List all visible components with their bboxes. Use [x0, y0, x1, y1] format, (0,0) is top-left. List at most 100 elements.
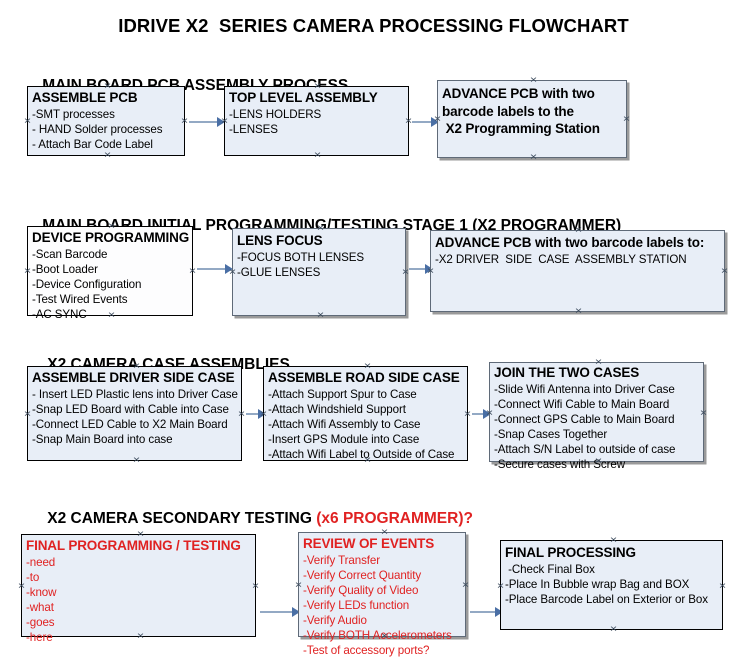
box-line: -Verify Quality of Video — [303, 583, 419, 597]
connector-line — [472, 413, 488, 415]
connector-line — [189, 121, 220, 123]
box-header: LENS FOCUS — [237, 233, 323, 248]
box-line: -Snap Main Board into case — [32, 432, 173, 446]
connector-line — [246, 413, 264, 415]
connector-arrow-icon — [495, 607, 503, 617]
box-assemble-pcb[interactable]: ASSEMBLE PCB -SMT processes - HAND Solde… — [27, 86, 185, 156]
box-line: -X2 DRIVER SIDE CASE ASSEMBLY STATION — [435, 252, 687, 266]
box-line: - HAND Solder processes — [32, 122, 163, 136]
box-line: -Scan Barcode — [32, 247, 108, 261]
box-device-programming[interactable]: DEVICE PROGRAMMING -Scan Barcode -Boot L… — [27, 226, 193, 321]
box-advance-pcb-to-driver-side-case[interactable]: ADVANCE PCB with two barcode labels to: … — [430, 230, 725, 312]
box-line: -Connect GPS Cable to Main Board — [494, 412, 675, 426]
connector-arrow-icon — [425, 264, 433, 274]
page-title: IDRIVE X2 SERIES CAMERA PROCESSING FLOWC… — [118, 15, 629, 36]
box-assemble-road-side-case[interactable]: ASSEMBLE ROAD SIDE CASE -Attach Support … — [263, 366, 468, 461]
box-line: -Place Barcode Label on Exterior or Box — [505, 592, 708, 606]
box-advance-pcb-to-x2-programming-station[interactable]: ADVANCE PCB with two barcode labels to t… — [437, 80, 627, 158]
connector-line — [260, 611, 296, 613]
box-review-of-events[interactable]: REVIEW OF EVENTS -Verify Transfer -Verif… — [298, 532, 466, 657]
box-line: -need — [26, 555, 56, 569]
box-line: -Test Wired Events — [32, 292, 128, 306]
connector-handle-right[interactable] — [720, 267, 729, 276]
box-header: ADVANCE PCB with two barcode labels to: — [435, 235, 705, 250]
box-line: -Slide Wifi Antenna into Driver Case — [494, 382, 675, 396]
box-line: -what — [26, 600, 54, 614]
connector-line — [197, 268, 229, 270]
box-line: -Place In Bubble wrap Bag and BOX — [505, 577, 690, 591]
box-header-line2: barcode labels to the — [442, 103, 574, 119]
box-assemble-driver-side-case[interactable]: ASSEMBLE DRIVER SIDE CASE - Insert LED P… — [27, 366, 242, 461]
box-line: -Insert GPS Module into Case — [268, 432, 420, 446]
box-header: DEVICE PROGRAMMING — [32, 230, 190, 245]
connector-arrow-icon — [217, 117, 225, 127]
box-line: -LENSES — [229, 122, 278, 136]
box-header: ASSEMBLE ROAD SIDE CASE — [268, 370, 460, 385]
connector-line — [409, 268, 431, 270]
connector-arrow-icon — [258, 409, 266, 419]
box-header: TOP LEVEL ASSEMBLY — [229, 90, 378, 105]
box-header: FINAL PROCESSING — [505, 545, 636, 560]
connector-arrow-icon — [292, 607, 300, 617]
box-line: -Attach Wifi Assembly to Case — [268, 417, 421, 431]
connector-handle-left[interactable] — [23, 267, 32, 276]
box-line: -Snap Cases Together — [494, 427, 608, 441]
box-line: -know — [26, 585, 57, 599]
connector-handle-left[interactable] — [23, 410, 32, 419]
connector-line — [412, 121, 437, 123]
box-line: -goes — [26, 615, 55, 629]
connector-handle-top[interactable] — [529, 76, 538, 85]
connector-handle-left[interactable] — [294, 581, 303, 590]
box-line: -Verify Transfer — [303, 553, 381, 567]
box-header: FINAL PROGRAMMING / TESTING — [26, 538, 241, 553]
connector-handle-bottom[interactable] — [313, 151, 322, 160]
connector-line — [470, 611, 499, 613]
box-line: -FOCUS BOTH LENSES — [237, 250, 365, 264]
box-line: -AC SYNC — [32, 307, 87, 321]
box-line: -Verify Correct Quantity — [303, 568, 422, 582]
connector-handle-bottom[interactable] — [103, 151, 112, 160]
box-line: -LENS HOLDERS — [229, 107, 322, 121]
box-final-processing[interactable]: FINAL PROCESSING -Check Final Box -Place… — [500, 540, 723, 630]
connector-handle-left[interactable] — [17, 582, 26, 591]
section-title-note: (x6 PROGRAMMER)? — [316, 510, 473, 527]
box-line: - Insert LED Plastic lens into Driver Ca… — [32, 387, 238, 401]
box-line: -Attach Wifi Label to Outside of Case — [268, 447, 455, 461]
section-title-x2-camera-secondary-testing: X2 CAMERA SECONDARY TESTING (x6 PROGRAMM… — [30, 492, 473, 546]
box-header: ADVANCE PCB with two — [442, 86, 595, 101]
connector-handle-bottom[interactable] — [574, 307, 583, 316]
box-join-the-two-cases[interactable]: JOIN THE TWO CASES -Slide Wifi Antenna i… — [489, 362, 704, 471]
box-top-level-assembly[interactable]: TOP LEVEL ASSEMBLY -LENS HOLDERS -LENSES — [224, 86, 409, 156]
box-line: - Attach Bar Code Label — [32, 137, 153, 151]
connector-arrow-icon — [431, 117, 439, 127]
box-final-programming-testing[interactable]: FINAL PROGRAMMING / TESTING -need -to -k… — [21, 534, 256, 644]
box-header-line3: X2 Programming Station — [442, 121, 600, 137]
connector-handle-bottom[interactable] — [529, 153, 538, 162]
box-header: ASSEMBLE PCB — [32, 90, 138, 105]
box-line: -Connect LED Cable to X2 Main Board — [32, 417, 228, 431]
box-header: JOIN THE TWO CASES — [494, 365, 640, 380]
connector-handle-left[interactable] — [496, 582, 505, 591]
connector-handle-bottom[interactable] — [609, 625, 618, 634]
box-header: ASSEMBLE DRIVER SIDE CASE — [32, 370, 235, 385]
connector-handle-bottom[interactable] — [132, 456, 141, 465]
box-header: REVIEW OF EVENTS — [303, 536, 435, 551]
box-line: -Boot Loader — [32, 262, 98, 276]
box-line: -SMT processes — [32, 107, 115, 121]
box-line: -here — [26, 630, 53, 644]
box-line: -Connect Wifi Cable to Main Board — [494, 397, 670, 411]
box-line: -Verify Audio — [303, 613, 367, 627]
connector-arrow-icon — [483, 409, 491, 419]
connector-handle-bottom[interactable] — [316, 311, 325, 320]
box-line: -Check Final Box — [505, 562, 595, 576]
box-line: -Verify BOTH Accelerometers — [303, 628, 452, 642]
box-line: -to — [26, 570, 40, 584]
box-line: -Device Configuration — [32, 277, 142, 291]
section-title-text: X2 CAMERA SECONDARY TESTING — [47, 510, 317, 527]
box-line-overflow: -Test of accessory ports? — [303, 643, 430, 657]
box-line: -Attach Windshield Support — [268, 402, 406, 416]
box-lens-focus[interactable]: LENS FOCUS -FOCUS BOTH LENSES -GLUE LENS… — [232, 228, 406, 316]
box-line: -Snap LED Board with Cable into Case — [32, 402, 229, 416]
connector-handle-left[interactable] — [23, 117, 32, 126]
